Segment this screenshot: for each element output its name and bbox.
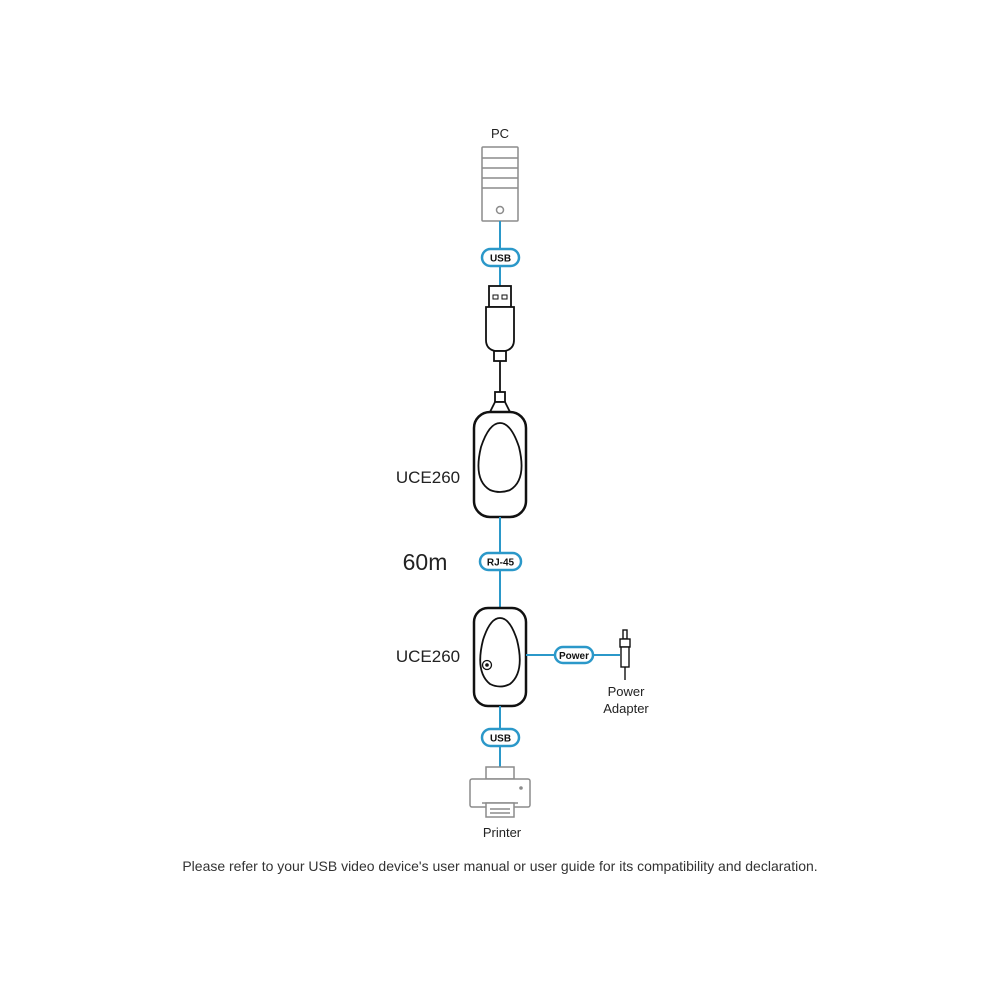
- device-top-label: UCE260: [396, 468, 460, 487]
- power-adapter-label-line1: Power: [608, 684, 646, 699]
- usb-pill-top: USB: [480, 247, 521, 268]
- usb-plug-icon: [485, 285, 515, 413]
- rj45-pill-text: RJ-45: [487, 558, 515, 569]
- power-pill: Power: [553, 645, 595, 665]
- printer-label: Printer: [483, 825, 522, 840]
- extender-transmitter-icon: [472, 410, 528, 519]
- pc-tower-icon: [481, 146, 519, 222]
- extender-receiver-icon: [472, 606, 528, 708]
- usb-pill-top-text: USB: [490, 254, 511, 265]
- footnote: Please refer to your USB video device's …: [182, 858, 818, 874]
- usb-pill-bottom: USB: [480, 727, 521, 748]
- power-adapter-label-line2: Adapter: [603, 701, 649, 716]
- power-adapter-plug-icon: [619, 629, 631, 680]
- distance-label: 60m: [403, 549, 448, 575]
- usb-pill-bottom-text: USB: [490, 734, 511, 745]
- printer-icon: [469, 766, 531, 818]
- power-pill-text: Power: [559, 651, 589, 662]
- rj45-pill: RJ-45: [478, 551, 523, 572]
- device-bottom-label: UCE260: [396, 647, 460, 666]
- pc-label: PC: [491, 126, 509, 141]
